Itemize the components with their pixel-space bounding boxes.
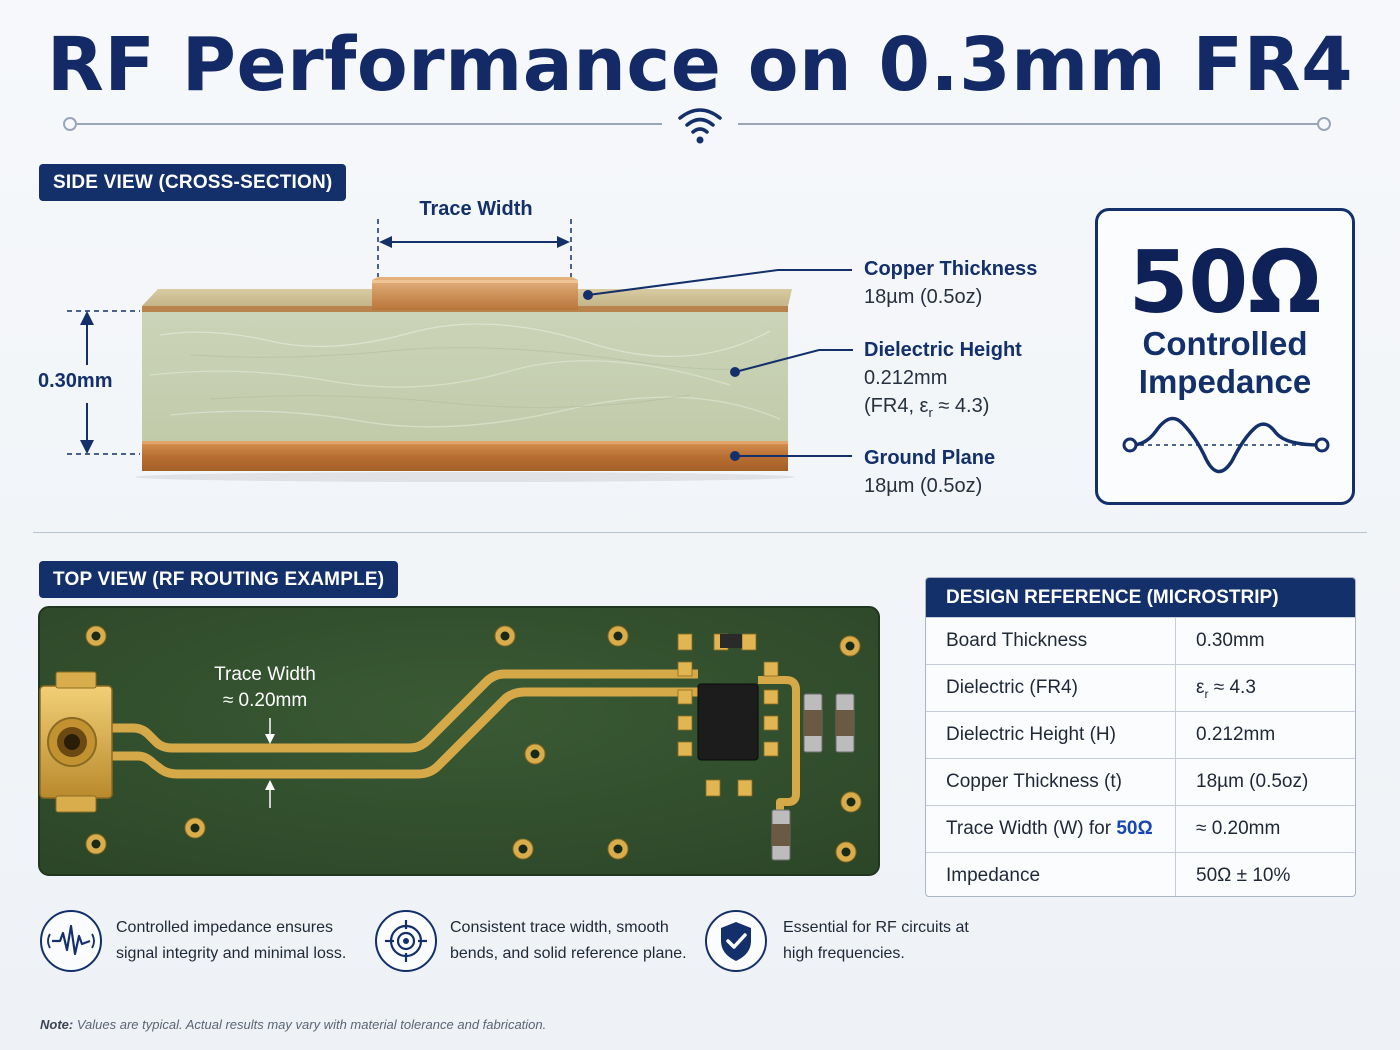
wifi-icon xyxy=(678,108,722,144)
dielectric-height-title: Dielectric Height xyxy=(864,339,1022,361)
row-value: 50Ω ± 10% xyxy=(1196,865,1291,886)
row-param: Dielectric (FR4) xyxy=(926,665,1176,711)
table-row: Dielectric Height (H) 0.212mm xyxy=(926,711,1355,758)
title-divider-right xyxy=(738,123,1318,125)
table-row: Board Thickness 0.30mm xyxy=(926,617,1355,664)
table-row: Copper Thickness (t) 18µm (0.5oz) xyxy=(926,758,1355,805)
impedance-card: 50Ω Controlled Impedance xyxy=(1095,208,1355,505)
dielectric-material: (FR4, εr ≈ 4.3) xyxy=(864,395,990,420)
footnote: Note: Values are typical. Actual results… xyxy=(40,1017,547,1032)
board-thickness-label: 0.30mm xyxy=(38,370,113,392)
row-value: 0.30mm xyxy=(1196,630,1265,651)
sine-wave-icon xyxy=(1122,416,1330,474)
side-view-tag: SIDE VIEW (CROSS-SECTION) xyxy=(39,164,347,201)
signal-wave-icon xyxy=(40,910,102,972)
top-view-tag: TOP VIEW (RF ROUTING EXAMPLE) xyxy=(39,561,399,598)
table-row: Trace Width (W) for 50Ω ≈ 0.20mm xyxy=(926,805,1355,852)
design-reference-header: DESIGN REFERENCE (MICROSTRIP) xyxy=(926,578,1355,617)
row-param: Impedance xyxy=(926,853,1176,896)
divider-end-right xyxy=(1317,117,1331,131)
impedance-line1: Controlled xyxy=(1142,325,1308,362)
row-value: εr ≈ 4.3 xyxy=(1196,677,1256,701)
trace-width-label: Trace Width xyxy=(419,198,533,220)
impedance-line2: Impedance xyxy=(1138,363,1312,400)
top-trace-width-value: ≈ 0.20mm xyxy=(222,690,308,711)
dielectric-callout-line xyxy=(735,349,853,373)
ground-plane-value: 18µm (0.5oz) xyxy=(864,475,983,497)
ground-callout-dot xyxy=(730,451,740,461)
dielectric-height-value: 0.212mm xyxy=(864,367,948,389)
row-param: Board Thickness xyxy=(926,618,1176,664)
shield-check-icon xyxy=(705,910,767,972)
top-trace-width-label: Trace Width xyxy=(214,664,316,685)
row-param: Dielectric Height (H) xyxy=(926,712,1176,758)
row-value: 18µm (0.5oz) xyxy=(1196,771,1309,792)
design-reference-table: DESIGN REFERENCE (MICROSTRIP) Board Thic… xyxy=(925,577,1356,897)
impedance-value: 50Ω xyxy=(1128,233,1322,333)
title-divider-left xyxy=(77,123,662,125)
pcb-cross-section xyxy=(67,219,795,482)
copper-thickness-title: Copper Thickness xyxy=(864,258,1038,280)
ground-plane-title: Ground Plane xyxy=(864,447,996,469)
target-crosshair-icon xyxy=(375,910,437,972)
section-separator xyxy=(33,532,1367,533)
page-title: RF Performance on 0.3mm FR4 xyxy=(46,22,1354,108)
row-param: Trace Width (W) for 50Ω xyxy=(926,806,1176,852)
row-value: ≈ 0.20mm xyxy=(1196,818,1281,839)
table-row: Impedance 50Ω ± 10% xyxy=(926,852,1355,896)
copper-thickness-value: 18µm (0.5oz) xyxy=(864,286,983,308)
ground-callout-line xyxy=(738,455,852,457)
row-value: 0.212mm xyxy=(1196,724,1276,745)
pcb-top-view xyxy=(38,606,880,876)
copper-callout-line xyxy=(588,269,852,296)
table-row: Dielectric (FR4) εr ≈ 4.3 xyxy=(926,664,1355,711)
divider-end-left xyxy=(63,117,77,131)
row-param: Copper Thickness (t) xyxy=(926,759,1176,805)
